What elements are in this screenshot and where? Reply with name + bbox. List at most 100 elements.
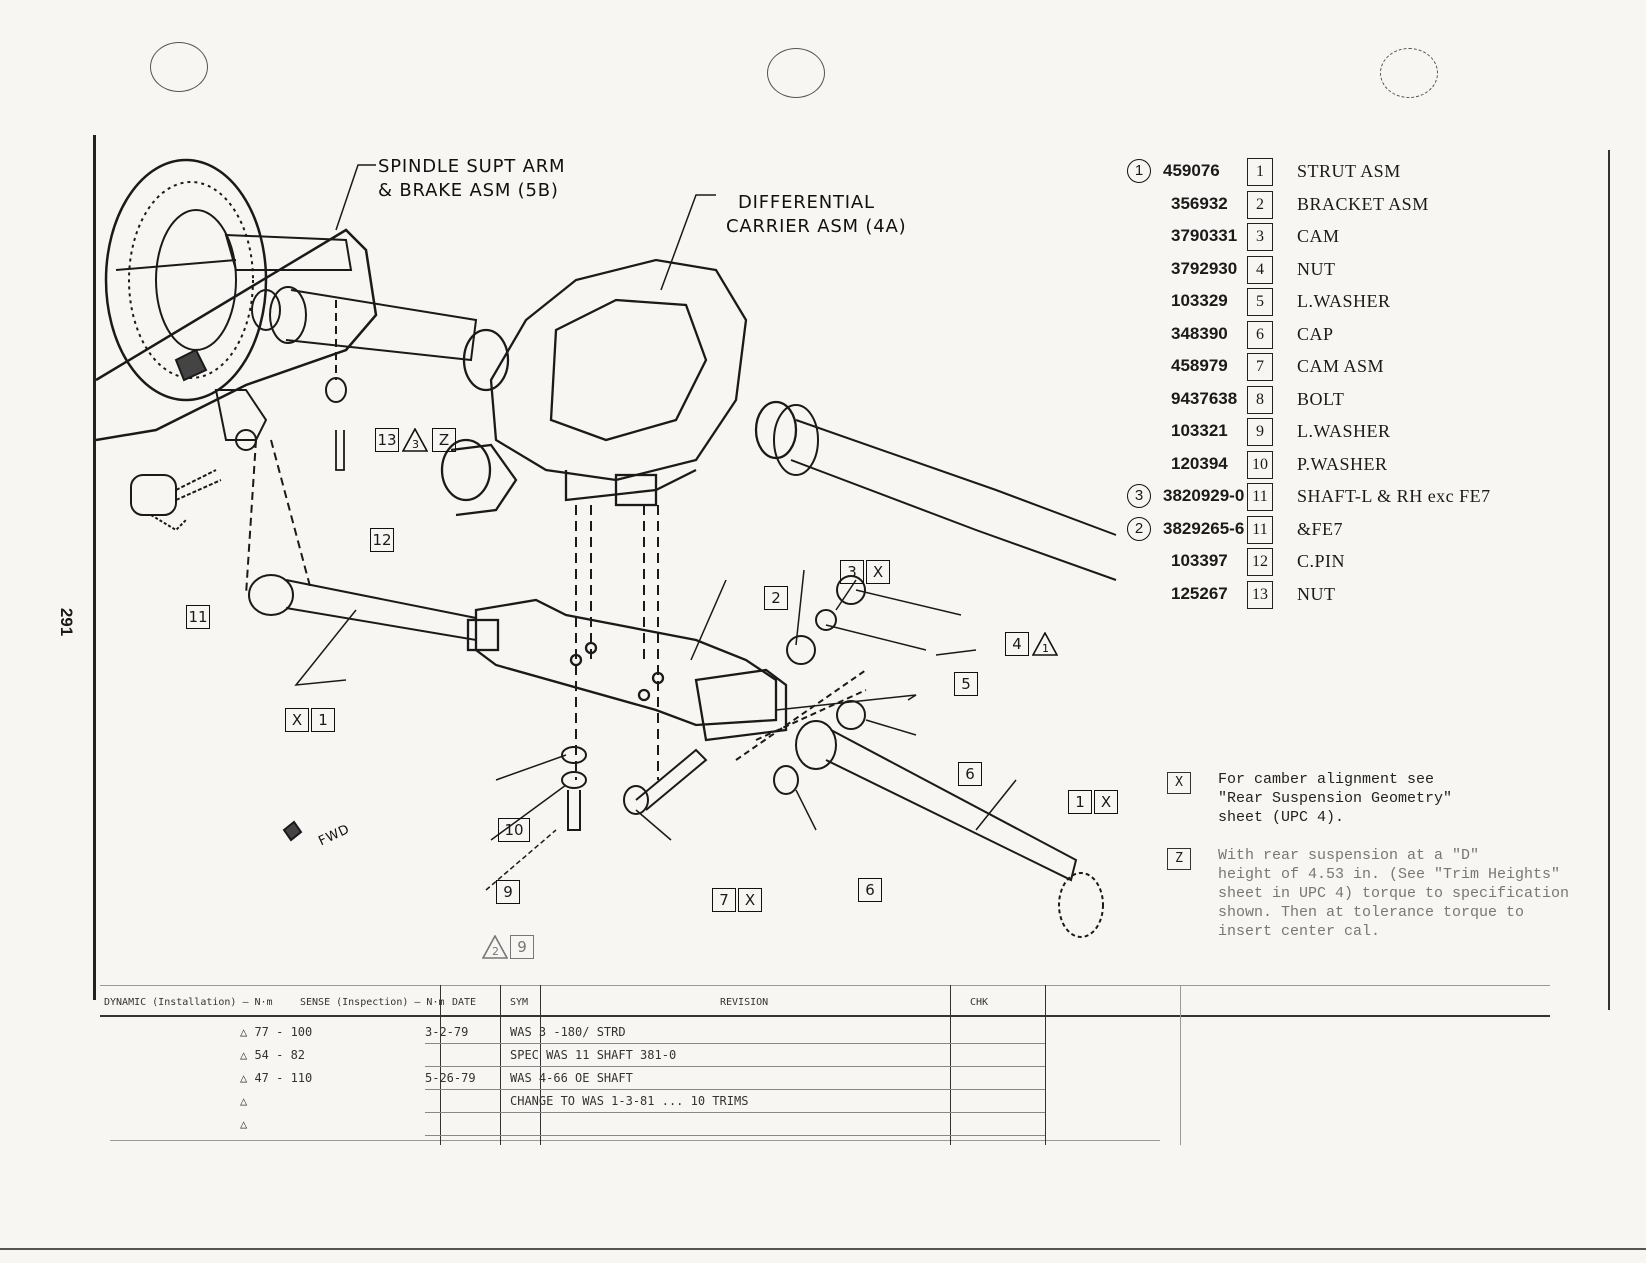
differential-label-line2: CARRIER ASM (4A) (726, 216, 907, 237)
callout-10: 10 (498, 818, 530, 842)
part-number: 356932 (1171, 193, 1228, 213)
part-callout-circle: 1 (1127, 159, 1151, 183)
part-key-box: 6 (1247, 320, 1273, 349)
rev-torque: △ 54 - 82 (240, 1048, 306, 1062)
spindle-support-arm (96, 228, 378, 442)
note-z-box: Z (1167, 848, 1191, 870)
part-callout-circle: 3 (1127, 484, 1151, 508)
rev-description: SPEC WAS 11 SHAFT 381-0 (510, 1048, 677, 1062)
rev-torque: △ (240, 1117, 248, 1131)
note-x-text: For camber alignment see "Rear Suspensio… (1218, 771, 1453, 826)
part-key-box: 11 (1247, 483, 1273, 511)
part-name: CAP (1297, 323, 1334, 344)
part-key-box: 9 (1247, 418, 1273, 446)
part-name: SHAFT-L & RH exc FE7 (1297, 486, 1491, 506)
page-number: 291 (57, 607, 77, 637)
callout-2: 2 (764, 586, 788, 610)
part-key-box: 10 (1247, 450, 1273, 479)
note-z-text: With rear suspension at a "D" height of … (1218, 847, 1570, 940)
svg-text:2: 2 (492, 945, 499, 958)
callout-3: 3 (840, 560, 864, 584)
part-callout-circle: 2 (1127, 516, 1151, 541)
part-number: 103397 (1171, 551, 1228, 570)
part-name: STRUT ASM (1297, 161, 1401, 181)
callout-x-right: X (1094, 790, 1118, 814)
callout-7: 7 (712, 888, 736, 912)
rev-description: CHANGE TO WAS 1-3-81 ... 10 TRIMS (510, 1094, 749, 1108)
rev-torque: △ 77 - 100 (240, 1025, 313, 1039)
rev-torque: △ (240, 1094, 248, 1108)
differential-label-line1: DIFFERENTIAL (738, 192, 875, 213)
part-number: 3790331 (1171, 226, 1238, 245)
rev-date: 3-2-79 (425, 1025, 469, 1039)
rev-col-revision: REVISION (720, 997, 769, 1008)
page-border-right (1608, 150, 1610, 1010)
callout-6-top: 6 (958, 762, 982, 786)
suspension-diagram (96, 158, 1117, 938)
rev-col-sense: SENSE (Inspection) — N·m (300, 997, 445, 1008)
callout-x-bolt: X (738, 888, 762, 912)
spindle-label-line1: SPINDLE SUPT ARM (378, 156, 566, 177)
punch-hole (767, 48, 825, 98)
callout-9-lower: 9 (510, 935, 534, 959)
part-number: 103321 (1171, 421, 1228, 440)
part-key-box: 11 (1247, 515, 1273, 544)
callout-9: 9 (496, 880, 520, 904)
callout-x-strut: X (285, 708, 309, 732)
part-number: 3792930 (1171, 258, 1238, 278)
shaft-11 (130, 469, 222, 532)
torque-symbol: 1 (1032, 632, 1058, 656)
bottom-rule (0, 1248, 1646, 1250)
part-key-box: 12 (1247, 548, 1273, 576)
part-number: 3820929-0 (1163, 486, 1245, 505)
axle-shaft-left (251, 286, 478, 362)
part-name: NUT (1297, 583, 1336, 604)
part-number: 120394 (1171, 453, 1228, 473)
part-row: 103321 9 L.WASHER (1127, 418, 1607, 451)
part-number: 3829265-6 (1163, 518, 1245, 538)
strut-rod-right (773, 700, 1104, 938)
bracket-asm (466, 598, 788, 742)
rev-description: WAS 3 -180/ STRD (510, 1025, 626, 1039)
callout-11: 11 (186, 605, 210, 629)
rev-date: 5-26-79 (425, 1071, 476, 1085)
brake-drum (104, 158, 268, 402)
rev-col-dynamic: DYNAMIC (Installation) — N·m (104, 997, 273, 1008)
note-x-box: X (1167, 772, 1191, 794)
part-name: NUT (1297, 258, 1336, 279)
part-name: BRACKET ASM (1297, 193, 1429, 214)
callout-5: 5 (954, 672, 978, 696)
part-row: 348390 6 CAP (1127, 320, 1607, 354)
part-name: &FE7 (1297, 518, 1344, 539)
part-name: L.WASHER (1297, 421, 1391, 441)
part-key-box: 2 (1247, 190, 1273, 219)
svg-text:3: 3 (412, 438, 419, 451)
torque-symbol: 3 (402, 428, 428, 452)
torque-symbol: 2 (482, 935, 508, 959)
strut-rod-left (248, 574, 477, 642)
callout-1-right: 1 (1068, 790, 1092, 814)
part-number: 459076 (1163, 161, 1220, 180)
rev-col-date: DATE (452, 997, 477, 1008)
part-name: CAM ASM (1297, 356, 1385, 376)
part-key-box: 3 (1247, 223, 1273, 251)
part-name: BOLT (1297, 388, 1345, 409)
punch-hole (150, 42, 208, 92)
rev-torque: △ 47 - 110 (240, 1071, 313, 1085)
part-name: P.WASHER (1297, 453, 1388, 474)
rev-col-chk: CHK (970, 997, 989, 1008)
revision-block: DYNAMIC (Installation) — N·m SENSE (Insp… (100, 985, 1560, 1155)
part-key-box: 5 (1247, 288, 1273, 316)
part-number: 348390 (1171, 323, 1228, 343)
part-name: CAM (1297, 226, 1340, 246)
part-number: 458979 (1171, 356, 1228, 375)
